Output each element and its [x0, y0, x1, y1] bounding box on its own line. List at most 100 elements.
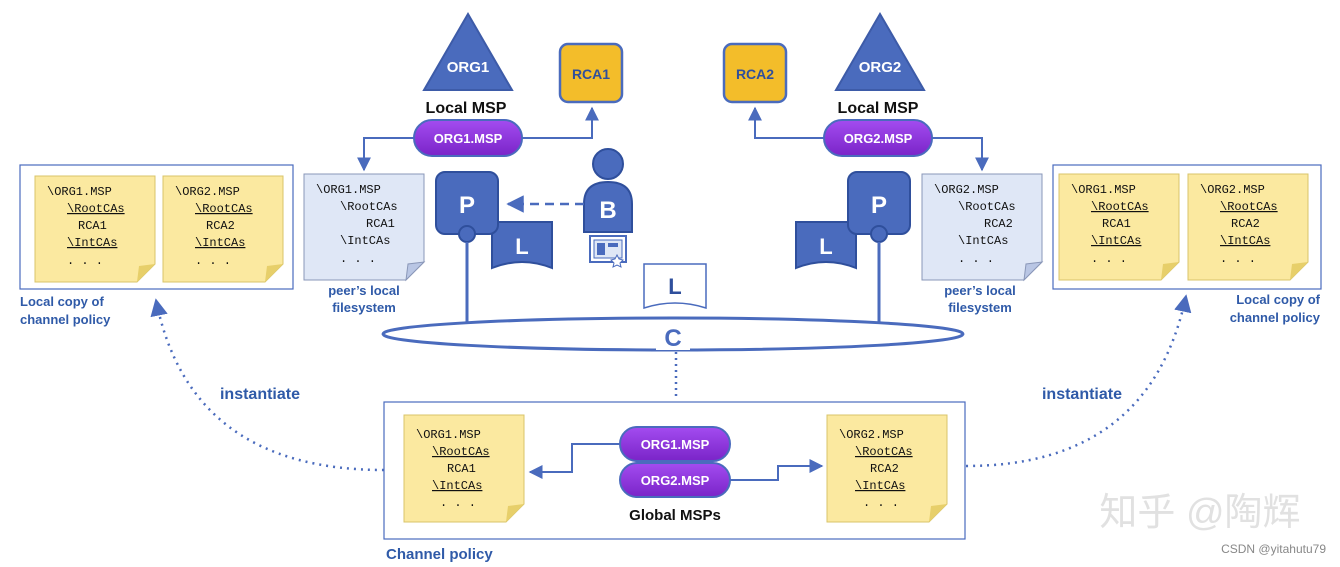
org1-msp-label: ORG1.MSP — [434, 131, 503, 146]
instantiate-right-label: instantiate — [1042, 386, 1122, 403]
org2-msp-to-fs-arrow — [932, 137, 989, 172]
org1-peer: P — [435, 171, 499, 243]
right-copy-org2-note: \ORG2.MSP \RootCAs RCA2 \IntCAs . . . — [1187, 173, 1309, 281]
org1-triangle: ORG1 — [422, 12, 514, 91]
note-line: \IntCAs — [855, 479, 905, 493]
note-line: \RootCAs — [67, 202, 125, 216]
local-copy-label-left-2: channel policy — [20, 312, 111, 327]
org1-msp-to-rca1-arrow — [522, 106, 599, 139]
org2-peer: P — [847, 171, 911, 243]
org1-peer-filesystem-note: \ORG1.MSP \RootCAs RCA1 \IntCAs . . . — [303, 173, 426, 282]
note-line: \IntCAs — [432, 479, 482, 493]
note-line: \ORG1.MSP — [316, 183, 381, 197]
global-org1-msp-pill: ORG1.MSP — [619, 426, 731, 462]
global-msp-label: ORG1.MSP — [641, 437, 710, 452]
note-line: \IntCAs — [340, 234, 390, 248]
note-line: \RootCAs — [432, 445, 490, 459]
org1-peer-ledger: L — [491, 221, 553, 270]
note-line: \RootCAs — [1091, 200, 1149, 214]
local-copy-label-right-1: Local copy of — [1236, 292, 1320, 307]
rca2-label: RCA2 — [736, 66, 774, 82]
note-line: \RootCAs — [340, 200, 398, 214]
rca1-label: RCA1 — [572, 66, 610, 82]
org2-triangle: ORG2 — [834, 12, 926, 91]
note-line: \ORG1.MSP — [416, 428, 481, 442]
note-line: RCA2 — [1231, 217, 1260, 231]
left-copy-org1-note: \ORG1.MSP \RootCAs RCA1 \IntCAs . . . — [34, 175, 156, 283]
note-line: RCA2 — [984, 217, 1013, 231]
global-msp-label: ORG2.MSP — [641, 473, 710, 488]
note-line: \ORG2.MSP — [839, 428, 904, 442]
note-line: RCA2 — [206, 219, 235, 233]
note-line: . . . — [1220, 252, 1256, 266]
channel-label: C — [664, 325, 681, 352]
rca2-box: RCA2 — [722, 42, 788, 104]
certificate-icon — [589, 235, 627, 268]
ledger-label: L — [819, 234, 832, 259]
peer-label: P — [459, 192, 475, 219]
note-line: RCA1 — [78, 219, 107, 233]
note-line: \ORG1.MSP — [1071, 183, 1136, 197]
channel-policy-label: Channel policy — [386, 546, 493, 563]
channel-ledger-label: L — [668, 274, 681, 299]
note-line: . . . — [440, 496, 476, 510]
org2-label: ORG2 — [859, 59, 902, 76]
note-line: RCA1 — [447, 462, 476, 476]
global-org1-to-note-arrow — [528, 443, 620, 479]
instantiate-right-arrow — [965, 294, 1192, 468]
left-copy-org2-note: \ORG2.MSP \RootCAs RCA2 \IntCAs . . . — [162, 175, 284, 283]
note-line: \IntCAs — [1220, 234, 1270, 248]
note-line: \ORG2.MSP — [175, 185, 240, 199]
org2-peer-ledger: L — [795, 221, 857, 270]
peer-fs-label-left-1: peer’s local — [328, 283, 400, 298]
channel-ledger: L — [643, 263, 707, 310]
note-line: \ORG2.MSP — [934, 183, 999, 197]
instantiate-left-arrow — [150, 298, 385, 472]
local-copy-label-left-1: Local copy of — [20, 294, 104, 309]
rca1-box: RCA1 — [558, 42, 624, 104]
note-line: \RootCAs — [958, 200, 1016, 214]
note-line: \IntCAs — [67, 236, 117, 250]
note-line: . . . — [958, 252, 994, 266]
org2-local-msp-label: Local MSP — [838, 100, 919, 117]
note-line: \ORG1.MSP — [47, 185, 112, 199]
org2-peer-filesystem-note: \ORG2.MSP \RootCAs RCA2 \IntCAs . . . — [921, 173, 1044, 282]
note-line: . . . — [1091, 252, 1127, 266]
org2-msp-to-rca2-arrow — [748, 106, 824, 139]
global-org2-to-note-arrow — [730, 459, 824, 481]
note-line: RCA2 — [870, 462, 899, 476]
peer-fs-label-right-2: filesystem — [948, 300, 1012, 315]
note-line: . . . — [863, 496, 899, 510]
org2-msp-pill: ORG2.MSP — [823, 119, 933, 157]
note-line: RCA1 — [366, 217, 395, 231]
note-line: RCA1 — [1102, 217, 1131, 231]
note-line: \IntCAs — [195, 236, 245, 250]
instantiate-left-label: instantiate — [220, 386, 300, 403]
note-line: \RootCAs — [855, 445, 913, 459]
csdn-watermark: CSDN @yitahutu79 — [1221, 542, 1326, 556]
client-b: B — [583, 148, 633, 233]
org1-local-msp-label: Local MSP — [426, 100, 507, 117]
client-label: B — [599, 197, 616, 224]
ledger-label: L — [515, 234, 528, 259]
org2-msp-label: ORG2.MSP — [844, 131, 913, 146]
note-line: \IntCAs — [958, 234, 1008, 248]
zhihu-watermark: 知乎 @陶辉 — [1099, 492, 1300, 534]
note-line: \ORG2.MSP — [1200, 183, 1265, 197]
org1-msp-to-fs-arrow — [357, 137, 414, 172]
right-copy-org1-note: \ORG1.MSP \RootCAs RCA1 \IntCAs . . . — [1058, 173, 1180, 281]
note-line: . . . — [67, 254, 103, 268]
policy-org1-note: \ORG1.MSP \RootCAs RCA1 \IntCAs . . . — [403, 414, 525, 523]
note-line: \RootCAs — [195, 202, 253, 216]
org1-msp-pill: ORG1.MSP — [413, 119, 523, 157]
note-line: . . . — [340, 252, 376, 266]
local-copy-label-right-2: channel policy — [1230, 310, 1321, 325]
global-msps-label: Global MSPs — [629, 507, 721, 524]
global-org2-msp-pill: ORG2.MSP — [619, 462, 731, 498]
peer-label: P — [871, 192, 887, 219]
org1-label: ORG1 — [447, 59, 490, 76]
peer-fs-label-left-2: filesystem — [332, 300, 396, 315]
channel-ring: C — [381, 316, 965, 352]
note-line: \IntCAs — [1091, 234, 1141, 248]
note-line: \RootCAs — [1220, 200, 1278, 214]
